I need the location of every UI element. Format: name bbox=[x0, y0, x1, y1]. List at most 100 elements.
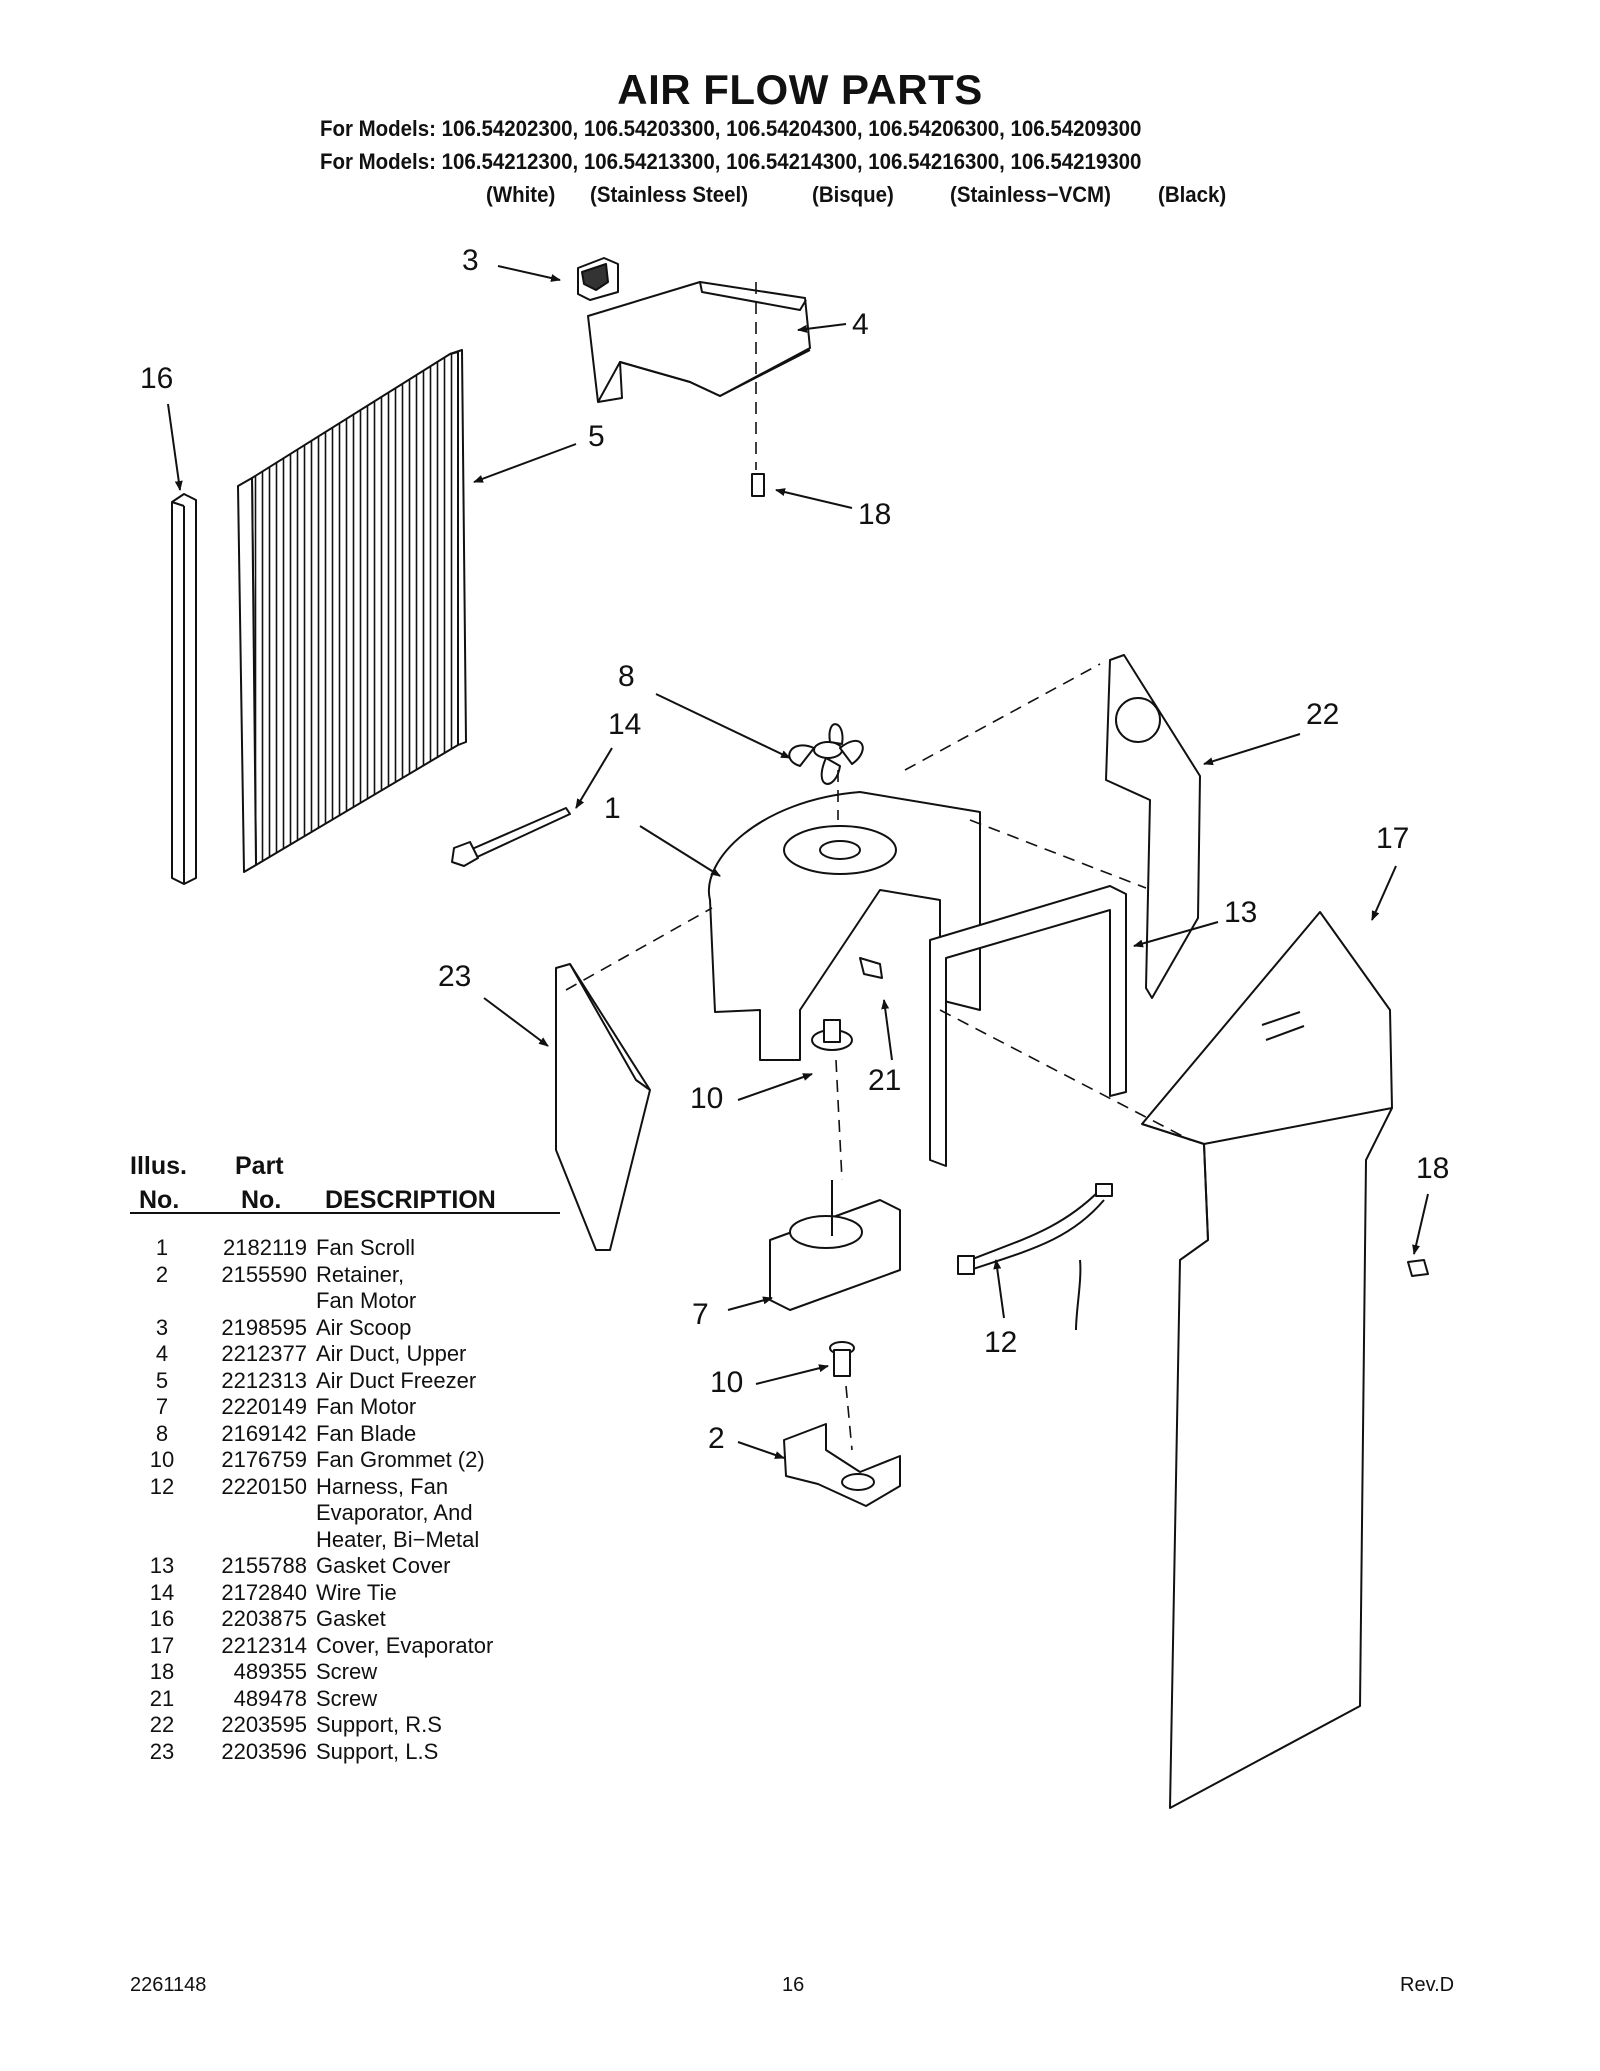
page-title: AIR FLOW PARTS bbox=[617, 66, 983, 113]
callout-12: 12 bbox=[984, 1326, 1017, 1359]
color-white: (White) bbox=[486, 182, 556, 207]
callout-5: 5 bbox=[588, 420, 605, 453]
part-no-cell: 2212313 bbox=[221, 1367, 307, 1393]
support-left-part bbox=[555, 963, 651, 1251]
header-illus-no: No. bbox=[139, 1186, 180, 1214]
callout-3: 3 bbox=[462, 244, 479, 277]
illus-no-cell: 22 bbox=[149, 1712, 175, 1737]
gasket-cover-part bbox=[929, 885, 1127, 1167]
fan-motor-part bbox=[769, 1180, 901, 1311]
gasket-strip-part bbox=[171, 493, 197, 885]
illus-no-cell: 16 bbox=[149, 1606, 175, 1631]
callout-18-lower: 18 bbox=[1416, 1152, 1449, 1185]
illus-no-cell: 14 bbox=[149, 1579, 175, 1605]
illus-no-cell: 21 bbox=[149, 1685, 175, 1711]
description-cell: Support, R.S bbox=[316, 1712, 442, 1737]
grommet-lower-part bbox=[829, 1341, 855, 1377]
part-no-cell: 2220150 bbox=[221, 1473, 307, 1499]
illus-no-cell: 18 bbox=[149, 1659, 175, 1684]
description-cell: Gasket bbox=[316, 1606, 386, 1631]
table-row: 18 489355 Screw bbox=[132, 1659, 493, 1686]
illus-no-cell: 13 bbox=[149, 1553, 175, 1578]
callout-16: 16 bbox=[140, 362, 173, 395]
part-no-cell: 2220149 bbox=[221, 1394, 307, 1419]
part-no-cell: 2212377 bbox=[221, 1341, 307, 1366]
callout-23: 23 bbox=[438, 960, 471, 993]
table-row: 7 2220149 Fan Motor bbox=[132, 1394, 493, 1421]
part-no-cell: 489478 bbox=[233, 1685, 307, 1711]
description-cell: Air Scoop bbox=[316, 1314, 412, 1340]
wire-tie-part bbox=[451, 807, 571, 867]
models-line-2: For Models: 106.54212300, 106.54213300, … bbox=[320, 149, 1142, 174]
description-cell: Retainer, Fan Motor bbox=[316, 1261, 417, 1314]
revision: Rev.D bbox=[1400, 1974, 1455, 1996]
description-cell: Screw bbox=[316, 1659, 378, 1684]
callout-7: 7 bbox=[692, 1298, 709, 1331]
part-no-cell: 2155590 bbox=[221, 1261, 307, 1287]
part-no-cell: 2212314 bbox=[221, 1632, 307, 1658]
description-cell: Gasket Cover bbox=[316, 1553, 451, 1578]
header-part-no: No. bbox=[241, 1186, 282, 1214]
illus-no-cell: 4 bbox=[155, 1341, 169, 1366]
table-row: 22 2203595 Support, R.S bbox=[132, 1712, 493, 1739]
callout-10-upper: 10 bbox=[690, 1082, 723, 1115]
part-no-cell: 2172840 bbox=[221, 1579, 307, 1605]
illus-no-cell: 12 bbox=[149, 1473, 175, 1499]
callout-4: 4 bbox=[852, 308, 869, 341]
color-black: (Black) bbox=[1158, 182, 1227, 207]
table-row: 21 489478 Screw bbox=[132, 1686, 493, 1713]
table-row: 3 2198595 Air Scoop bbox=[132, 1315, 493, 1342]
description-cell: Fan Blade bbox=[316, 1420, 417, 1446]
table-row: 12 2220150 Harness, Fan Evaporator, And He… bbox=[132, 1474, 493, 1554]
color-bisque: (Bisque) bbox=[812, 182, 894, 207]
callout-17: 17 bbox=[1376, 822, 1409, 855]
description-cell: Wire Tie bbox=[316, 1579, 397, 1605]
illus-no-cell: 5 bbox=[155, 1367, 169, 1393]
description-cell: Air Duct Freezer bbox=[316, 1367, 477, 1393]
illus-no-cell: 3 bbox=[155, 1314, 169, 1340]
upper-air-duct-part bbox=[587, 281, 811, 403]
callout-13: 13 bbox=[1224, 896, 1257, 929]
air-scoop-part bbox=[577, 257, 619, 301]
part-no-cell: 2155788 bbox=[221, 1553, 307, 1578]
models-line-1: For Models: 106.54202300, 106.54203300, … bbox=[320, 116, 1142, 141]
illus-no-cell: 8 bbox=[155, 1420, 169, 1446]
callout-14: 14 bbox=[608, 708, 641, 741]
illus-no-cell: 10 bbox=[149, 1447, 175, 1472]
illus-no-cell: 23 bbox=[149, 1738, 175, 1764]
callout-labels: 3 4 16 5 18 8 14 22 1 17 13 23 21 10 18 … bbox=[140, 244, 1449, 1455]
part-no-cell: 2198595 bbox=[221, 1314, 307, 1340]
grommet-upper-part bbox=[811, 1019, 853, 1051]
color-stainless: (Stainless Steel) bbox=[590, 182, 749, 207]
part-no-cell: 2203595 bbox=[221, 1712, 307, 1737]
description-cell: Fan Motor bbox=[316, 1394, 417, 1419]
doc-number: 2261148 bbox=[130, 1974, 207, 1996]
description-cell: Harness, Fan Evaporator, And Heater, Bi−… bbox=[316, 1473, 480, 1552]
part-no-cell: 2203596 bbox=[221, 1738, 307, 1764]
callout-1: 1 bbox=[604, 792, 621, 825]
illus-no-cell: 7 bbox=[155, 1394, 169, 1419]
header-rule bbox=[130, 1212, 560, 1214]
callout-8: 8 bbox=[618, 660, 635, 693]
support-right-part bbox=[1105, 654, 1201, 999]
callout-2: 2 bbox=[708, 1422, 725, 1455]
leader-arrows bbox=[167, 265, 1429, 1459]
callout-22: 22 bbox=[1306, 698, 1339, 731]
table-row: 14 2172840 Wire Tie bbox=[132, 1580, 493, 1607]
screw-18-lower-part bbox=[1407, 1259, 1429, 1277]
part-no-cell: 489355 bbox=[233, 1659, 307, 1684]
table-row: 5 2212313 Air Duct Freezer bbox=[132, 1368, 493, 1395]
screw-18-upper-part bbox=[751, 473, 765, 497]
illus-no-cell: 17 bbox=[149, 1632, 175, 1658]
description-cell: Screw bbox=[316, 1685, 378, 1711]
page-number: 16 bbox=[782, 1974, 805, 1996]
part-no-cell: 2176759 bbox=[221, 1447, 307, 1472]
callout-21: 21 bbox=[868, 1064, 901, 1097]
